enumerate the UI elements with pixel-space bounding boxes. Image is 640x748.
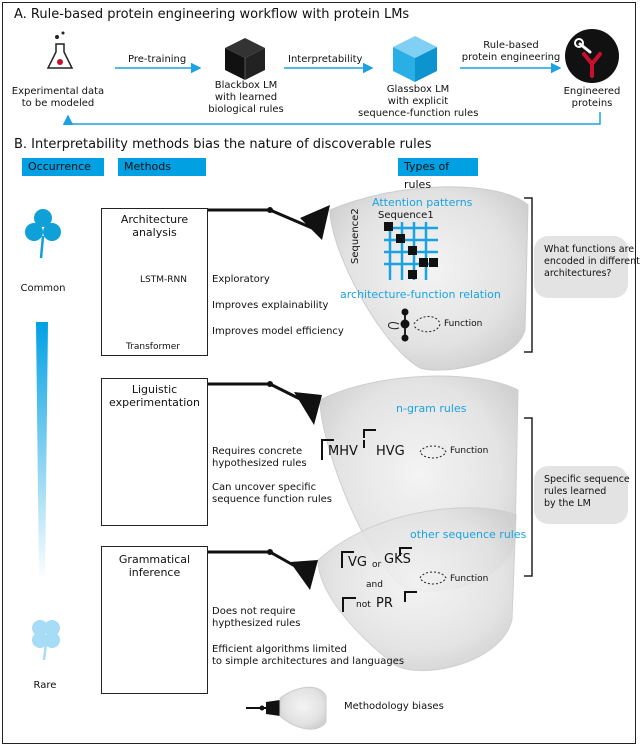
rule-based-engineering-label: Rule-based protein engineering (461, 40, 561, 63)
cone-architecture (329, 186, 529, 371)
ngram-mhv: MHV (328, 444, 358, 459)
gram-point-2: Efficient algorithms limited to simple a… (212, 644, 405, 667)
arch-point-2: Improves explainability (212, 300, 329, 311)
arch-point-1: Exploratory (212, 274, 270, 285)
arrow-feedback (62, 112, 601, 125)
common-label: Common (20, 283, 66, 294)
linguistic-experimentation-box: Liguistic experimentation (101, 378, 208, 526)
gram-point-1: Does not require hypthesized rules (212, 606, 301, 629)
architecture-analysis-box: Architecture analysis (101, 208, 208, 356)
ling-point-2: Can uncover specific sequence function r… (212, 482, 332, 505)
types-of-rules-header: Types of rules (398, 158, 478, 191)
bracket-top (524, 197, 533, 353)
flask-icon (46, 31, 74, 69)
ngram-hvg: HVG (376, 444, 405, 459)
occurrence-gradient-bar (36, 322, 48, 580)
linguistic-experimentation-title: Liguistic experimentation (109, 383, 200, 409)
clover-common-icon (25, 209, 61, 259)
transformer-label: Transformer (126, 342, 181, 352)
flashlight-architecture (208, 205, 330, 240)
architecture-function-label: architecture-function relation (340, 288, 501, 301)
other-rules-brackets (341, 547, 417, 612)
engineered-proteins-label: Engineered proteins (563, 86, 621, 109)
cone-grammatical (317, 507, 517, 672)
rule-or: or (372, 560, 382, 570)
rule-not: not (356, 600, 371, 610)
experimental-data-label: Experimental data to be modeled (11, 86, 105, 109)
architecture-analysis-title: Architecture analysis (120, 213, 189, 239)
rule-pr: PR (376, 596, 393, 611)
grammatical-inference-box: Grammatical inference (101, 546, 208, 694)
function-cycle-other (419, 571, 447, 585)
clover-rare-icon (32, 620, 60, 661)
ngram-rules-label: n-gram rules (396, 402, 467, 415)
occurrence-header: Occurrence (22, 158, 104, 176)
arch-function-graph (388, 308, 441, 342)
note-functions-architectures: What functions are encoded in different … (534, 236, 640, 298)
sequence1-label: Sequence1 (378, 210, 434, 221)
pretraining-label: Pre-training (128, 54, 187, 65)
sequence2-label: Sequence2 (350, 208, 361, 264)
attention-patterns-label: Attention patterns (372, 196, 473, 209)
function-label-3: Function (450, 574, 489, 584)
section-a-title: A. Rule-based protein engineering workfl… (14, 7, 410, 22)
rule-and: and (366, 580, 383, 590)
flashlight-grammatical (208, 549, 318, 590)
legend-flashlight (246, 686, 327, 730)
grammatical-inference-title: Grammatical inference (118, 553, 191, 579)
lstm-rnn-label: LSTM-RNN (140, 275, 187, 285)
glassbox-lm-label: Glassbox LM with explicit sequence-funct… (358, 84, 479, 119)
ngram-brackets (321, 429, 376, 460)
rule-vg: VG (348, 555, 367, 570)
rule-gks: GKS (384, 552, 411, 567)
engineered-protein-icon (565, 29, 619, 83)
rare-label: Rare (33, 680, 57, 691)
arch-point-3: Improves model efficiency (212, 326, 344, 337)
other-sequence-rules-label: other sequence rules (410, 528, 527, 541)
ling-point-1: Requires concrete hypothesized rules (212, 446, 307, 469)
blackbox-lm-label: Blackbox LM with learned biological rule… (208, 80, 284, 115)
interpretability-label: Interpretability (288, 54, 363, 65)
function-cycle-ngram (419, 445, 447, 459)
function-label-1: Function (444, 319, 483, 329)
section-b-title: B. Interpretability methods bias the nat… (14, 137, 432, 152)
function-label-2: Function (450, 446, 489, 456)
black-cube-icon (225, 38, 265, 80)
legend-methodology-biases: Methodology biases (344, 701, 444, 712)
methods-header: Methods (118, 158, 206, 176)
blue-cube-icon (393, 36, 437, 82)
flashlight-linguistic (208, 381, 322, 425)
note-specific-rules: Specific sequence rules learned by the L… (534, 466, 630, 524)
bracket-bottom (524, 417, 533, 577)
